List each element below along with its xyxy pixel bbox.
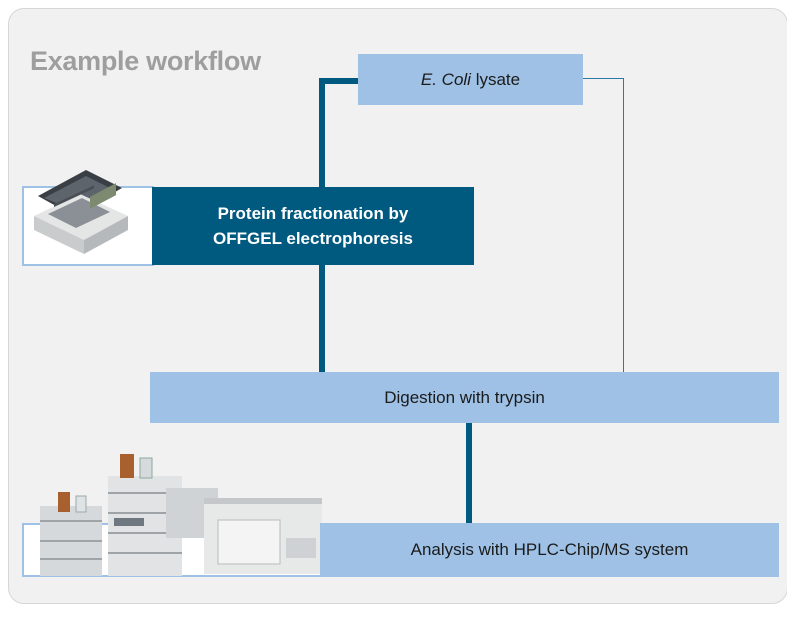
connector-lysate-to-offgel-horizontal (319, 78, 361, 84)
digestion-label: Digestion with trypsin (384, 387, 545, 407)
connector-digestion-to-analysis (466, 423, 472, 525)
lysate-label: lysate (470, 69, 521, 89)
connector-lysate-to-offgel-vertical (319, 78, 325, 188)
step-protein-fractionation: Protein fractionation by OFFGEL electrop… (152, 187, 474, 265)
page-title: Example workflow (30, 46, 261, 76)
hplc-chip-ms-system-icon (36, 448, 326, 578)
step-analysis: Analysis with HPLC-Chip/MS system (320, 523, 779, 577)
step-digestion: Digestion with trypsin (150, 372, 779, 423)
fractionation-label-line1: Protein fractionation by (217, 204, 409, 223)
connector-offgel-to-digestion (319, 264, 325, 374)
connector-lysate-to-digestion-horizontal (582, 78, 624, 79)
connector-lysate-to-digestion-vertical (623, 78, 624, 373)
ecoli-label-italic: E. Coli (420, 69, 471, 89)
fractionation-label-line2: OFFGEL electrophoresis (213, 229, 413, 248)
step-ecoli-lysate: E. Coli lysate (358, 54, 583, 105)
analysis-label: Analysis with HPLC-Chip/MS system (410, 540, 689, 559)
offgel-fractionator-instrument-icon (24, 160, 154, 260)
